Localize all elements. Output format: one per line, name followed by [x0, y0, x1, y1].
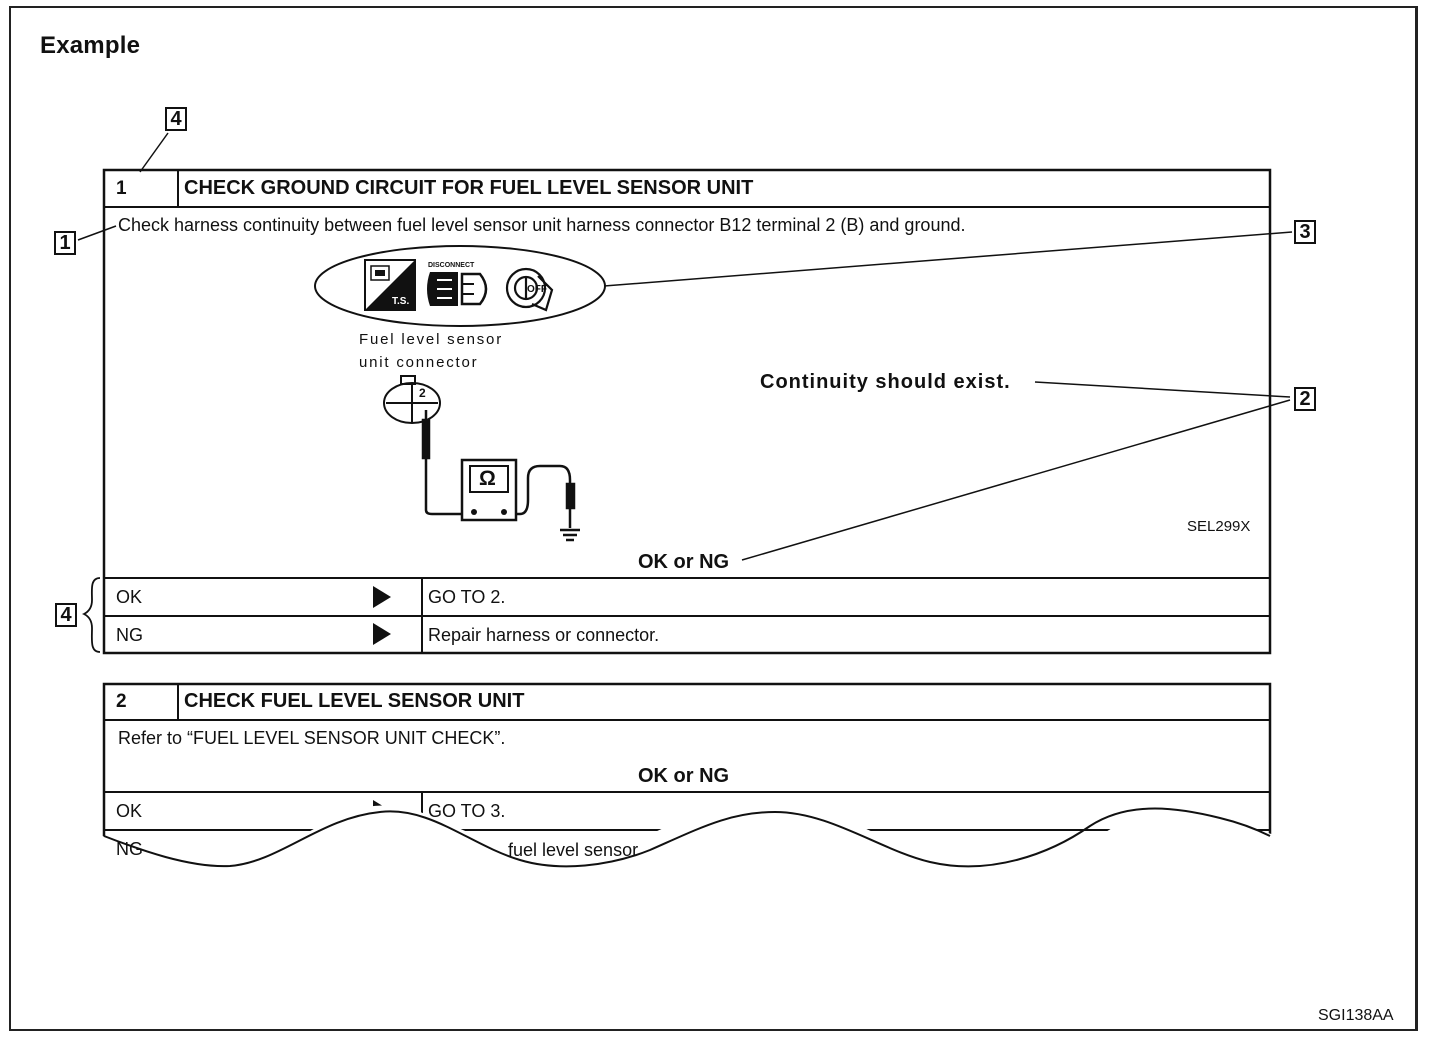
- callout-3: 3: [1294, 220, 1316, 244]
- connector-symbol: [383, 375, 441, 424]
- step2-result-ok: OK: [116, 801, 143, 821]
- step1-action-ok: GO TO 2.: [428, 587, 506, 607]
- callout-2: 2: [1294, 387, 1316, 411]
- icon-group-ellipse: [314, 245, 606, 327]
- ohm-symbol: Ω: [479, 467, 496, 490]
- arrows: [373, 586, 391, 645]
- step2-ok-or-ng: OK or NG: [638, 765, 730, 787]
- figure-ref-sel: SEL299X: [1187, 518, 1251, 535]
- brace: [81, 577, 101, 653]
- step2-action-ok: GO TO 3.: [428, 801, 506, 821]
- callout-4-side: 4: [55, 603, 77, 627]
- step1-number: 1: [116, 178, 127, 199]
- step2-action-ng: fuel level sensor: [508, 840, 639, 860]
- page-title: Example: [40, 32, 141, 59]
- step1-result-ng: NG: [116, 625, 143, 645]
- ohmmeter: [460, 458, 518, 522]
- connector-label-line2: unit connector: [359, 354, 479, 371]
- continuity-note: Continuity should exist.: [760, 371, 1011, 393]
- terminal-number: 2: [419, 386, 426, 400]
- callout-4-top: 4: [165, 107, 187, 131]
- step2-table: [102, 682, 1272, 864]
- connector-label-line1: Fuel level sensor: [359, 331, 503, 348]
- probe-wiring: [421, 410, 580, 542]
- ts-icon: [364, 259, 416, 311]
- disconnect-icon: [427, 272, 488, 306]
- key-icon-label: OFF: [527, 284, 547, 295]
- step1-ok-or-ng: OK or NG: [638, 551, 730, 573]
- step2-number: 2: [116, 691, 127, 712]
- figure-code: SGI138AA: [1318, 1007, 1394, 1024]
- step1-header: CHECK GROUND CIRCUIT FOR FUEL LEVEL SENS…: [184, 177, 754, 199]
- leader-lines: [77, 132, 1293, 561]
- key-icon: [505, 267, 554, 312]
- step2-result-ng: NG: [116, 839, 143, 859]
- callout-1: 1: [54, 231, 76, 255]
- disconnect-icon-label: DISCONNECT: [428, 262, 475, 269]
- ts-icon-label: T.S.: [392, 296, 410, 307]
- step1-action-ng: Repair harness or connector.: [428, 625, 660, 645]
- step1-result-ok: OK: [116, 587, 143, 607]
- step1-table: [102, 168, 1272, 655]
- step2-instruction: Refer to “FUEL LEVEL SENSOR UNIT CHECK”.: [118, 728, 506, 748]
- step2-header: CHECK FUEL LEVEL SENSOR UNIT: [184, 690, 525, 712]
- page-frame: [9, 6, 1418, 1031]
- step1-instruction: Check harness continuity between fuel le…: [118, 215, 966, 235]
- cut-wave: [103, 807, 1271, 868]
